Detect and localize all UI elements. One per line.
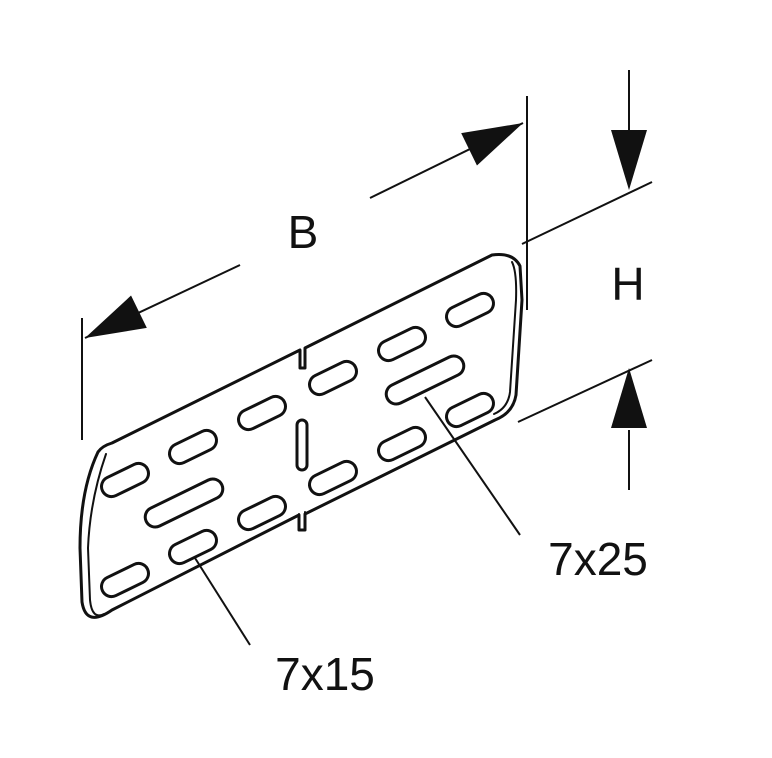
plate-thickness-edge bbox=[87, 453, 107, 617]
slot-long bbox=[143, 477, 225, 529]
arrow-right-icon bbox=[461, 106, 531, 166]
slot-short bbox=[377, 425, 427, 463]
leader-line-7x15 bbox=[194, 557, 251, 646]
slot-short bbox=[445, 291, 495, 329]
slots-left bbox=[100, 394, 287, 599]
slot-short bbox=[100, 561, 150, 599]
slots-right bbox=[308, 291, 495, 497]
slot-long bbox=[384, 354, 466, 406]
slot-short bbox=[237, 394, 287, 432]
arrow-down-icon bbox=[611, 130, 647, 190]
label-slot-7x15: 7x15 bbox=[275, 648, 375, 700]
plate-thickness-edge-right bbox=[493, 261, 518, 415]
arrow-left-icon bbox=[77, 295, 147, 355]
slot-short bbox=[168, 528, 218, 566]
slot-short bbox=[237, 494, 287, 532]
slot-short bbox=[308, 459, 358, 497]
label-height-h: H bbox=[611, 258, 644, 310]
extension-line-top bbox=[521, 181, 653, 245]
plate-outline bbox=[78, 253, 524, 619]
center-notch-top bbox=[299, 349, 306, 369]
connector-plate bbox=[78, 253, 524, 619]
slot-short bbox=[100, 461, 150, 499]
leader-line-7x25 bbox=[424, 396, 521, 536]
slot-short bbox=[168, 428, 218, 466]
slot-short bbox=[308, 359, 358, 397]
label-slot-7x25: 7x25 bbox=[548, 533, 648, 585]
slot-short bbox=[445, 391, 495, 429]
center-slot bbox=[295, 418, 309, 472]
label-width-b: B bbox=[288, 206, 319, 258]
center-notch-bottom bbox=[298, 511, 306, 531]
leader-lines bbox=[194, 396, 521, 646]
slot-short bbox=[377, 325, 427, 363]
